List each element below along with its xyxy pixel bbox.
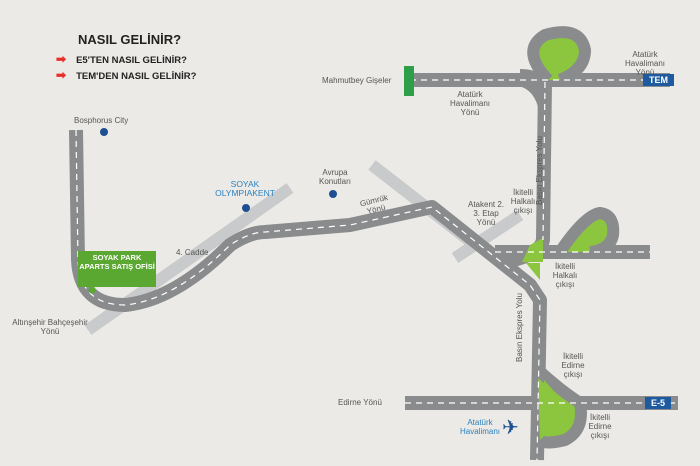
halkali-loop [555,207,620,258]
bosphorus-pin [100,128,108,136]
label-atakent: Atakent 2. 3. Etap Yönü [467,200,505,227]
office-pin [88,286,96,294]
airplane-icon: ✈ [502,417,519,439]
label-halkali-exit: İkitelli Halkalı çıkışı [552,262,578,289]
sales-office-sign: SOYAK PARK APARTS SATIŞ OFİSİ [78,251,156,287]
label-basin-ekspres: Basın Ekspres Yolu [515,293,524,362]
mahmutbey-toll-sign [404,66,414,96]
tem-sign: TEM [643,74,674,86]
avrupa-pin [329,190,337,198]
label-ataturk-yonu: Atatürk Havalimanı Yönü [449,90,490,117]
label-edirne-exit: İkitelli Edirne çıkışı [588,413,612,440]
label-basin-ekspres: Basın Ekspres Yolu [535,136,544,205]
label-4-cadde: 4. Cadde [176,248,209,257]
page-title: NASIL GELİNİR? [78,32,182,47]
label-ataturk-yonu: Atatürk Havalimanı Yönü [624,50,665,77]
label-altinsehir: Altınşehir Bahçeşehir Yönü [12,318,88,336]
link-label: E5'TEN NASIL GELİNİR? [76,55,187,66]
arrow-right-icon: ➡ [56,52,67,66]
link-label: TEM'DEN NASIL GELİNİR? [76,71,197,82]
e5-sign: E-5 [645,397,672,409]
label-edirne-exit: İkitelli Edirne çıkışı [561,352,585,379]
tem-loop [527,26,591,86]
label-edirne-yonu: Edirne Yönü [338,398,382,407]
e5-directions-link[interactable]: ➡ E5'TEN NASIL GELİNİR? [56,52,187,66]
arrow-right-icon: ➡ [56,68,67,82]
label-halkali-exit: İkitelli Halkalı çıkışı [510,188,536,215]
olympiakent-pin [242,204,250,212]
label-olympiakent: SOYAK OLYMPIAKENT [215,179,275,198]
label-bosphorus: Bosphorus City [74,116,129,125]
green-area [522,238,560,398]
tem-directions-link[interactable]: ➡ TEM'DEN NASIL GELİNİR? [56,68,196,82]
label-airport: Atatürk Havalimanı [459,418,500,436]
label-mahmutbey: Mahmutbey Gişeler [322,76,392,85]
label-avrupa: Avrupa Konutları [318,168,352,186]
